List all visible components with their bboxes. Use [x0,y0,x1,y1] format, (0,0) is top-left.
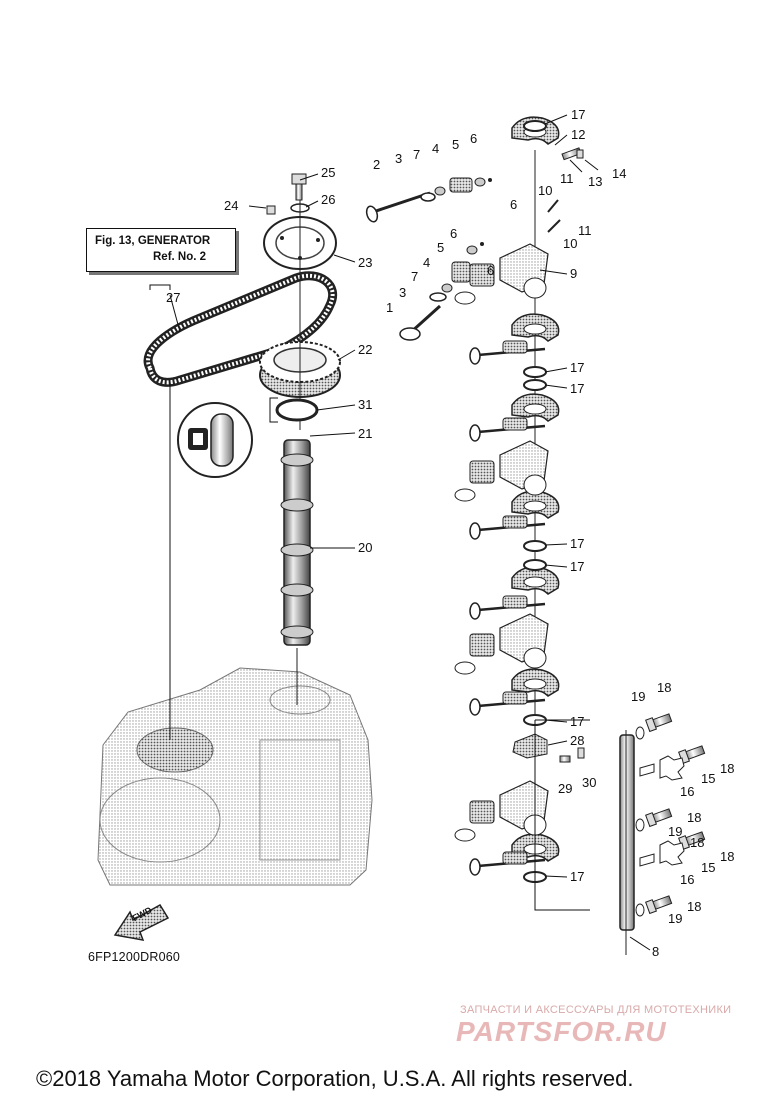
watermark-logo-mark: PARTSFOR.RU [456,1016,667,1046]
pulley-bolt [266,173,310,430]
callout-17: 17 [571,107,586,122]
callout-1: 1 [386,300,394,315]
callout-31: 31 [358,397,373,412]
callout-3: 3 [399,285,407,300]
callout-15: 15 [701,771,716,786]
callout-11: 11 [560,171,574,186]
callout-2: 2 [373,157,381,172]
oil-seal [275,398,319,422]
callout-24: 24 [224,198,239,213]
reference-number: Ref. No. 2 [153,251,207,263]
callout-15: 15 [701,860,716,875]
callout-7: 7 [411,269,419,284]
copyright-notice: ©2018 Yamaha Motor Corporation, U.S.A. A… [36,1066,634,1091]
callout-16: 16 [680,784,695,799]
callout-26: 26 [321,192,336,207]
callout-18: 18 [720,761,735,776]
callout-29: 29 [558,781,573,796]
callout-5: 5 [452,137,460,152]
callout-18: 18 [720,849,735,864]
callout-19: 19 [668,911,683,926]
callout-21: 21 [358,426,373,441]
callout-17: 17 [570,559,585,574]
rocker-shaft [534,719,635,955]
callout-14: 14 [612,166,627,181]
callout-12: 12 [571,127,586,142]
callout-19: 19 [631,689,646,704]
callout-22: 22 [358,342,373,357]
callout-18: 18 [657,680,672,695]
callout-25: 25 [321,165,336,180]
callout-4: 4 [432,141,440,156]
callout-13: 13 [588,174,603,189]
callout-8: 8 [652,944,660,959]
intake-valve-parts [365,177,492,223]
callout-17: 17 [570,536,585,551]
reference-title: Fig. 13, GENERATOR [95,235,211,247]
callout-18: 18 [690,835,705,850]
callout-18: 18 [687,810,702,825]
callout-30: 30 [582,775,597,790]
callout-17: 17 [570,714,585,729]
callout-23: 23 [358,255,373,270]
watermark-caption: ЗАПЧАСТИ И АКСЕССУАРЫ ДЛЯ МОТОТЕХНИКИ [460,1004,732,1016]
callout-20: 20 [358,540,373,555]
timing-belt [143,271,338,387]
callout-6: 6 [470,131,478,146]
leader-lines [149,173,356,740]
figure-code: 6FP1200DR060 [88,950,181,964]
callout-19: 19 [668,824,683,839]
rocker-arm-assemblies [454,116,585,910]
exhaust-valve-parts [399,242,484,341]
callout-6: 6 [510,197,518,212]
sealant-detail-icon [177,402,253,478]
generator-reference-box: Fig. 13, GENERATOR Ref. No. 2 [86,228,236,272]
callout-4: 4 [423,255,431,270]
callout-5: 5 [437,240,445,255]
callout-17: 17 [570,360,585,375]
callout-16: 16 [680,872,695,887]
right-leaders [539,114,651,951]
callout-6: 6 [487,263,495,278]
callout-27: 27 [166,290,181,305]
callout-17: 17 [570,869,585,884]
callout-28: 28 [570,733,585,748]
callout-6: 6 [450,226,458,241]
fwd-arrow-icon [113,903,170,941]
callout-9: 9 [570,266,578,281]
callout-3: 3 [395,151,403,166]
camshaft [280,439,314,705]
callout-10: 10 [538,183,553,198]
callout-11: 11 [578,223,592,238]
svg-text:PARTSFOR.RU: PARTSFOR.RU [456,1016,667,1046]
callout-17: 17 [570,381,585,396]
callout-10: 10 [563,236,578,251]
shaft-bolts [635,713,706,917]
engine-block [97,667,373,886]
callout-18: 18 [687,899,702,914]
callout-7: 7 [413,147,421,162]
